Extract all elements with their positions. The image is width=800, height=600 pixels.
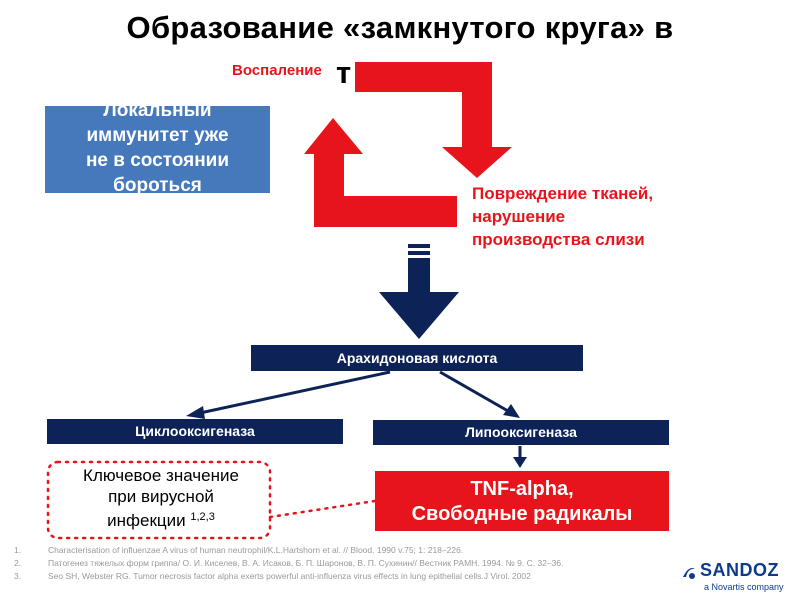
lox-to-tnf-arrowhead xyxy=(513,457,527,468)
key-note-line-3-text: инфекции xyxy=(107,511,186,530)
tnf-line-2: Свободные радикалы xyxy=(411,503,633,525)
key-note-refs: 1,2,3 xyxy=(190,511,215,523)
reference-item: 2. Патогенез тяжелых форм гриппа/ О. И. К… xyxy=(14,557,654,570)
down-arrow-stripe-2 xyxy=(408,251,430,255)
slide-title-overflow: т xyxy=(336,55,352,90)
reference-number: 3. xyxy=(14,571,22,581)
tissue-damage-text: Повреждение тканей, нарушение производст… xyxy=(472,182,712,251)
slide-title: Образование «замкнутого круга» в xyxy=(126,10,674,45)
cyclooxygenase-bar: Циклооксигеназа xyxy=(47,419,343,444)
immunity-line-4: бороться xyxy=(113,175,202,193)
branch-arrowhead-right xyxy=(503,404,520,418)
branch-line-right xyxy=(439,370,509,413)
reference-text: Патогенез тяжелых форм гриппа/ О. И. Кис… xyxy=(48,558,564,568)
tnf-radicals-box: TNF-alpha, Свободные радикалы xyxy=(375,471,669,531)
arachidonic-acid-bar: Арахидоновая кислота xyxy=(251,345,583,371)
lipoxygenase-bar: Липооксигеназа xyxy=(373,420,669,445)
reference-item: 3. Seo SH, Webster RG. Tumor necrosis fac… xyxy=(14,570,654,583)
loop-arrow-up-left xyxy=(304,118,457,227)
sandoz-logo-icon xyxy=(683,568,695,579)
immunity-line-2: иммунитет уже xyxy=(86,125,229,146)
down-arrow-big xyxy=(379,258,459,339)
immunity-line-1: Локальный xyxy=(103,106,212,121)
damage-line-2: нарушение xyxy=(472,207,566,226)
sandoz-logo-tagline: a Novartis company xyxy=(704,582,784,592)
tnf-line-1: TNF-alpha, xyxy=(470,478,574,500)
inflammation-label: Воспаление xyxy=(232,62,324,79)
reference-item: 1. Characterisation of influenzae A virus… xyxy=(14,544,654,557)
local-immunity-box: Локальный иммунитет уже не в состоянии б… xyxy=(45,106,270,193)
key-note-connector xyxy=(268,499,377,519)
branch-arrowhead-left xyxy=(186,406,205,419)
damage-line-3: производства слизи xyxy=(472,230,645,249)
references-list: 1. Characterisation of influenzae A virus… xyxy=(14,544,654,583)
key-note-line-3: инфекции 1,2,3 xyxy=(55,507,267,531)
key-note-dotted-border xyxy=(46,460,272,540)
reference-number: 1. xyxy=(14,545,22,555)
damage-line-1: Повреждение тканей, xyxy=(472,184,654,203)
key-note-line-1: Ключевое значение xyxy=(83,466,239,485)
reference-text: Seo SH, Webster RG. Tumor necrosis facto… xyxy=(48,571,531,581)
key-note-callout: Ключевое значение при вирусной инфекции … xyxy=(55,465,267,535)
immunity-line-3: не в состоянии xyxy=(85,150,230,171)
branch-line-left xyxy=(199,370,391,415)
loop-arrow-down-right xyxy=(355,62,512,178)
sandoz-logo-text: SANDOZ xyxy=(700,560,779,580)
reference-number: 2. xyxy=(14,558,22,568)
down-arrow-stripe-1 xyxy=(408,244,430,248)
key-note-line-2: при вирусной xyxy=(108,487,214,506)
reference-text: Characterisation of influenzae A virus o… xyxy=(48,545,464,555)
